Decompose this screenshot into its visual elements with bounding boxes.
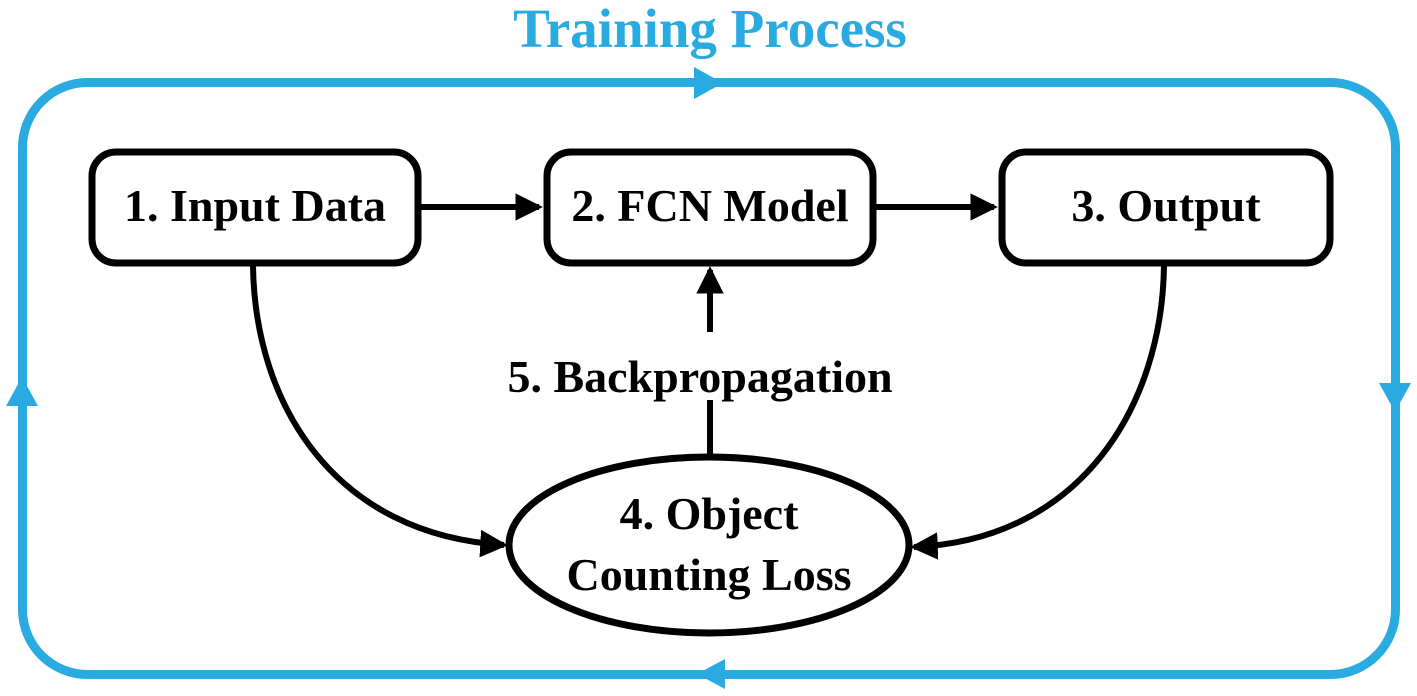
loss-label-line2: Counting Loss	[566, 549, 851, 600]
input-data-box	[88, 148, 422, 267]
output-box	[998, 148, 1334, 267]
node-fcn-model: 2. FCN Model	[543, 148, 877, 267]
node-object-counting-loss: 4. Object Counting Loss	[505, 453, 913, 637]
node-input-data: 1. Input Data	[88, 148, 422, 267]
arrow-output-to-loss	[910, 265, 1167, 560]
loop-arrowhead-bottom-left-icon	[697, 659, 725, 689]
fcn-model-label: 2. FCN Model	[571, 180, 848, 231]
backpropagation-label: 5. Backpropagation	[507, 351, 892, 402]
loss-label-line1: 4. Object	[620, 488, 800, 539]
loop-arrowhead-top-right-icon	[694, 67, 723, 99]
loop-arrowhead-left-up-icon	[6, 377, 38, 406]
loop-arrowhead-right-down-icon	[1379, 383, 1411, 412]
diagram-title: Training Process	[513, 0, 907, 59]
node-output: 3. Output	[998, 148, 1334, 267]
loss-ellipse	[505, 453, 913, 637]
output-label: 3. Output	[1071, 180, 1261, 231]
fcn-model-box	[543, 148, 877, 267]
arrow-input-to-loss	[250, 265, 508, 558]
input-data-label: 1. Input Data	[124, 180, 386, 231]
